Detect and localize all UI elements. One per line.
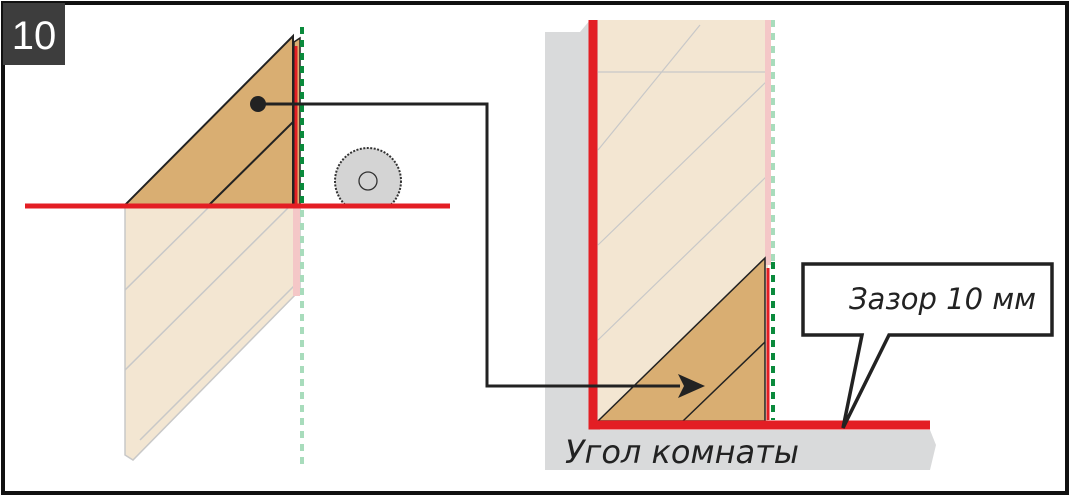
gap-callout-text: Зазор 10 мм: [849, 282, 1036, 316]
cut-board-triangle: [122, 33, 301, 206]
saw-blade-icon: [334, 147, 402, 204]
gap-callout: Зазор 10 мм: [801, 262, 1054, 429]
transfer-arrow: [250, 96, 705, 398]
pale-board-left: [124, 205, 301, 461]
room-corner-label: Угол комнаты: [565, 433, 799, 471]
room-corner-outline: [588, 20, 930, 430]
step-badge-number: 10: [12, 14, 57, 58]
room-wall: [545, 20, 936, 470]
step-badge: [3, 3, 65, 65]
